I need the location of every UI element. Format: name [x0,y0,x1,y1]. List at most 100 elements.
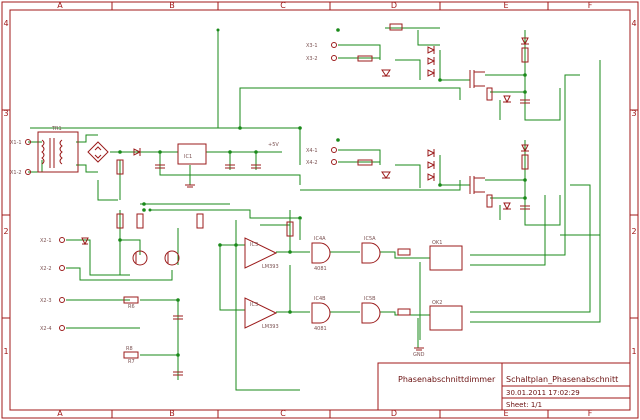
label-in3: X2-1 [40,238,52,244]
row-label: 1 [3,347,8,356]
capacitor-icon [520,205,530,210]
label-in1: X1-1 [10,140,22,146]
comparator-icon [244,237,278,269]
column-labels-bottom: A B C D E F [57,409,592,418]
terminal-icon [59,237,65,243]
label-and3: IC5A [364,236,376,242]
capacitor-icon [520,99,530,104]
resistor-icon [397,248,411,256]
col-label: F [588,409,593,418]
col-label: D [391,1,397,10]
and-gate-icon [311,242,331,264]
row-label: 2 [3,227,8,236]
label-in10: X4-2 [306,160,318,166]
col-label: D [391,409,397,418]
sheet-number: Sheet: 1/1 [506,401,542,409]
label-and1: IC4A [314,236,326,242]
symbols [25,23,530,376]
diode-icon [427,69,436,77]
label-r7: R7 [128,359,135,365]
col-label: B [169,409,175,418]
and-gate-icon [361,302,381,324]
diode-icon [427,46,436,54]
terminal-icon [331,159,337,165]
col-label: F [588,1,593,10]
col-label: E [503,409,508,418]
terminal-icon [25,139,31,145]
capacitor-icon [173,371,183,376]
drawing-title: Schaltplan_Phasenabschnitt [506,375,618,384]
capacitor-icon [173,315,183,320]
resistor-icon [357,55,373,62]
mosfet-icon [469,70,485,88]
terminal-icon [59,325,65,331]
transistor-icon [164,250,180,266]
title-block: Phasenabschnittdimmer Schaltplan_Phasena… [377,362,631,411]
resistor-icon [286,221,294,237]
terminal-icon [59,297,65,303]
label-and1-name: 4081 [314,266,327,272]
resistor-icon [116,159,124,175]
resistor-icon [136,213,144,229]
led-icon [81,237,89,246]
col-label: A [57,409,63,418]
terminal-icon [331,55,337,61]
row-label: 3 [631,109,636,118]
zener-diode-icon [503,202,511,211]
label-regulator: IC1 [184,154,192,160]
resistor-icon [357,159,373,166]
row-label: 4 [3,19,8,28]
resistor-icon [521,47,529,63]
ground-icon [414,347,424,351]
capacitor-icon [155,164,165,169]
terminal-icon [59,265,65,271]
capacitor-icon [225,164,235,169]
capacitor-icon [251,164,261,169]
label-r8: R8 [126,346,133,352]
col-label: B [169,1,175,10]
resistor-icon [397,308,411,316]
label-ok2: OK2 [432,300,442,306]
label-in5: X2-3 [40,298,52,304]
zener-diode-icon [503,95,511,104]
label-r6: R6 [128,304,135,310]
label-in7: X3-1 [306,43,318,49]
zener-diode-icon [381,171,391,179]
col-label: C [280,409,286,418]
row-label: 4 [631,19,636,28]
row-label: 2 [631,227,636,236]
zener-diode-icon [381,69,391,77]
terminal-icon [331,42,337,48]
label-in9: X4-1 [306,148,318,154]
col-label: C [280,1,286,10]
drawing-date: 30.01.2011 17:02:29 [506,389,580,397]
junction-dots [118,28,527,357]
resistor-icon [521,154,529,170]
bridge-rectifier-icon [87,141,109,163]
label-op2-name: LM393 [262,324,279,330]
diode-icon [427,161,436,169]
label-op1-name: LM393 [262,264,279,270]
diode-icon [427,149,436,157]
column-labels-top: A B C D E F [57,1,592,10]
resistor-icon [123,351,139,359]
diode-icon [133,148,142,156]
zener-diode-icon [521,37,529,46]
label-and4: IC5B [364,296,376,302]
component-labels: TR1 +5V IC1 IC3 IC3 LM393 LM393 IC4A IC4… [10,43,442,365]
label-in2: X1-2 [10,170,22,176]
label-supply: +5V [268,142,279,148]
ground-icon [185,184,195,188]
and-gate-icon [361,242,381,264]
terminal-icon [25,169,31,175]
resistor-icon [486,87,493,101]
label-op1: IC3 [250,242,258,248]
label-in4: X2-2 [40,266,52,272]
label-and2-name: 4081 [314,326,327,332]
transistor-icon [132,250,148,266]
label-in6: X2-4 [40,326,52,332]
col-label: A [57,1,63,10]
wires [28,27,601,391]
